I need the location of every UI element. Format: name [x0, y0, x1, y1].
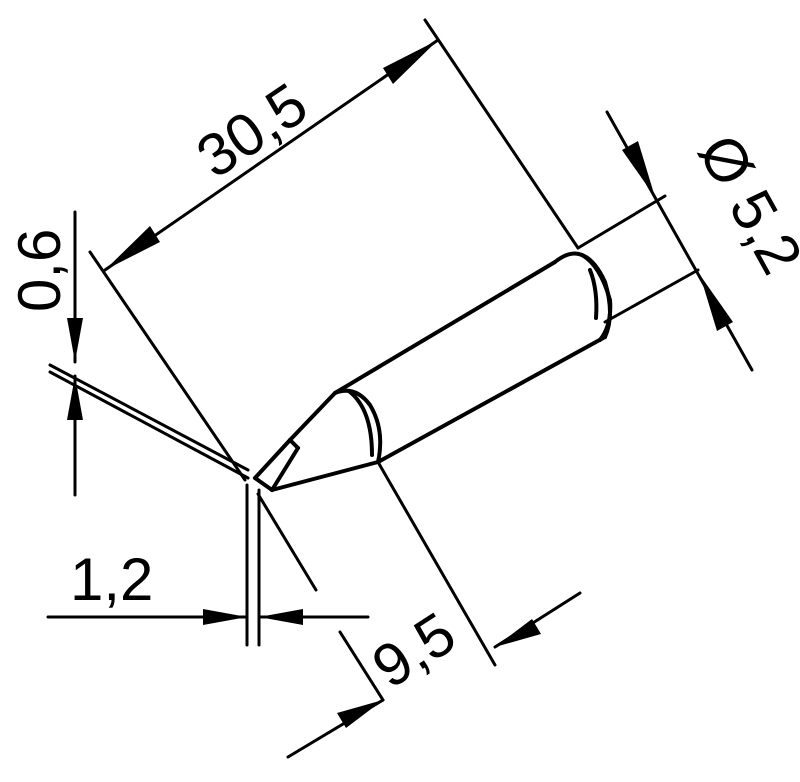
dimension-overall-length: 30,5: [103, 38, 440, 272]
overall-length-label: 30,5: [185, 70, 319, 191]
taper-length-label: 9,5: [361, 599, 467, 701]
tip-width-label: 1,2: [70, 546, 153, 613]
tip-body: [253, 251, 613, 492]
dimension-tip-width: 1,2: [46, 546, 370, 625]
dimension-shank-diameter: Ø 5,2: [605, 110, 800, 372]
dimension-tip-thickness: 0,6: [6, 210, 83, 497]
shank-diameter-label: Ø 5,2: [686, 124, 800, 285]
tip-thickness-label: 0,6: [6, 229, 73, 312]
